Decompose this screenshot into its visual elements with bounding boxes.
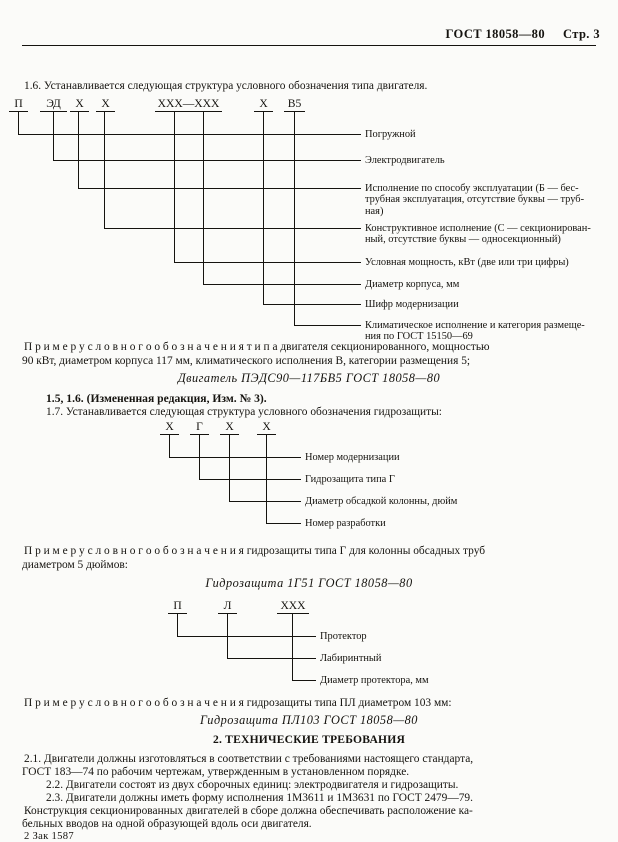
branch-7: [263, 304, 361, 305]
diagram-label-4: Конструктивное исполнение (С — секционир…: [365, 223, 593, 246]
d2-stem-3: [229, 435, 230, 501]
example-2-value: Гидрозащита 1Г51 ГОСТ 18058—80: [205, 576, 413, 590]
page-number: Стр. 3: [562, 27, 600, 41]
d3-label-2: Лабиринтный: [320, 653, 382, 664]
diagram-label-8: Климатическое исполнение и категория раз…: [365, 320, 597, 343]
stem-5: [174, 112, 175, 262]
d2-label-2: Гидрозащита типа Г: [305, 474, 395, 485]
d2-label-1: Номер модернизации: [305, 452, 400, 463]
diagram-label-5: Условная мощность, кВт (две или три цифр…: [365, 257, 569, 268]
diagram-label-1: Погружной: [365, 129, 416, 140]
diagram-label-4-line-2: ный, отсутствие буквы — односекционный): [365, 234, 561, 246]
branch-2: [53, 160, 361, 161]
d3-branch-1: [177, 636, 316, 637]
stem-6: [203, 112, 204, 284]
clause-1-7-intro: 1.7. Устанавливается следующая структура…: [46, 406, 442, 418]
d3-code-token-1: П: [168, 600, 187, 614]
example-1-value: Двигатель ПЭДС90—117БВ5 ГОСТ 18058—80: [177, 371, 441, 385]
d2-code-token-4: X: [257, 421, 276, 435]
stem-2: [53, 112, 54, 160]
d3-label-3: Диаметр протектора, мм: [320, 675, 429, 686]
clause-2-1-line-2: ГОСТ 183—74 по рабочим чертежам, утвержд…: [22, 766, 410, 778]
diagram-label-7: Шифр модернизации: [365, 299, 459, 310]
page-footer-signature: 2 Зак 1587: [24, 831, 74, 842]
d2-code-token-1: X: [160, 421, 179, 435]
code-token-7: В5: [284, 98, 305, 112]
d3-branch-2: [227, 658, 316, 659]
example-1-lead-line-1: П р и м е р у с л о в н о г о о б о з н …: [24, 341, 490, 353]
d3-stem-1: [177, 614, 178, 636]
example-2-lead-line-2: диаметром 5 дюймов:: [22, 559, 128, 571]
d3-code-token-3: XXX: [277, 600, 309, 614]
clause-2-4-line-2: бельных вводов на одной образующей вдоль…: [22, 818, 312, 830]
d2-label-4: Номер разработки: [305, 518, 386, 529]
standard-number: ГОСТ 18058—80: [445, 27, 545, 41]
d2-branch-1: [169, 457, 301, 458]
branch-5: [174, 262, 361, 263]
d3-stem-3: [292, 614, 293, 680]
code-token-6: X: [254, 98, 273, 112]
d2-branch-2: [199, 479, 301, 480]
d2-branch-4: [266, 523, 301, 524]
amendment-note: 1.5, 1.6. (Измененная редакция, Изм. № 3…: [46, 392, 267, 405]
diagram-label-3-line-3: ная): [365, 205, 384, 217]
diagram-label-4-line-1: Конструктивное исполнение (С — секционир…: [365, 223, 591, 234]
example-3-value: Гидрозащита ПЛ103 ГОСТ 18058—80: [200, 713, 418, 727]
clause-2-2: 2.2. Двигатели состоят из двух сборочных…: [46, 779, 459, 791]
clause-2-3: 2.3. Двигатели должны иметь форму исполн…: [46, 792, 473, 804]
code-token-3: X: [70, 98, 89, 112]
d2-stem-1: [169, 435, 170, 457]
d3-branch-3: [292, 680, 316, 681]
d2-code-token-3: X: [220, 421, 239, 435]
diagram-label-3: Исполнение по способу эксплуатации (Б — …: [365, 183, 593, 217]
code-token-4: X: [96, 98, 115, 112]
diagram-label-3-line-1: Исполнение по способу эксплуатации (Б — …: [365, 183, 579, 194]
diagram-label-3-line-2: трубная эксплуатация, отсутствие буквы —…: [365, 194, 585, 206]
diagram-label-8-line-2: ния по ГОСТ 15150—69: [365, 331, 473, 343]
stem-3: [78, 112, 79, 188]
clause-2-1-line-1: 2.1. Двигатели должны изготовляться в со…: [24, 753, 474, 765]
designation-structure-diagram-hydroprotection: X Г X X Номер модернизации Гидрозащита т…: [0, 0, 618, 529]
branch-3: [78, 188, 361, 189]
diagram-label-8-line-1: Климатическое исполнение и категория раз…: [365, 320, 585, 331]
stem-4: [104, 112, 105, 228]
designation-structure-diagram-motor: П ЭД X X XXX—XXX X В5 Погружной Электрод…: [0, 0, 618, 342]
clause-1-6-intro: 1.6. Устанавливается следующая структура…: [24, 80, 428, 92]
d2-code-token-2: Г: [190, 421, 209, 435]
diagram-label-2: Электродвигатель: [365, 155, 445, 166]
branch-1: [18, 134, 361, 135]
designation-structure-diagram-protector: П Л XXX Протектор Лабиринтный Диаметр пр…: [0, 0, 618, 686]
stem-7: [263, 112, 264, 304]
d2-branch-3: [229, 501, 301, 502]
diagram-label-6: Диаметр корпуса, мм: [365, 279, 460, 290]
code-token-1: П: [9, 98, 28, 112]
stem-1: [18, 112, 19, 134]
code-token-2: ЭД: [40, 98, 67, 112]
page-header: ГОСТ 18058—80 Стр. 3: [446, 27, 600, 42]
d2-label-3: Диаметр обсадкой колонны, дюйм: [305, 496, 458, 507]
d3-code-token-2: Л: [218, 600, 237, 614]
d3-label-1: Протектор: [320, 631, 367, 642]
branch-8: [294, 325, 361, 326]
example-1-lead-line-2: 90 кВт, диаметром корпуса 117 мм, климат…: [22, 355, 471, 367]
header-rule: [22, 45, 596, 46]
branch-4: [104, 228, 361, 229]
code-token-5: XXX—XXX: [155, 98, 222, 112]
branch-6: [203, 284, 361, 285]
example-2-lead-line-1: П р и м е р у с л о в н о г о о б о з н …: [24, 545, 486, 557]
example-3-lead: П р и м е р у с л о в н о г о о б о з н …: [24, 697, 452, 709]
stem-8: [294, 112, 295, 325]
section-2-title: 2. ТЕХНИЧЕСКИЕ ТРЕБОВАНИЯ: [212, 733, 406, 746]
clause-2-4-line-1: Конструкция секционированных двигателей …: [24, 805, 473, 817]
